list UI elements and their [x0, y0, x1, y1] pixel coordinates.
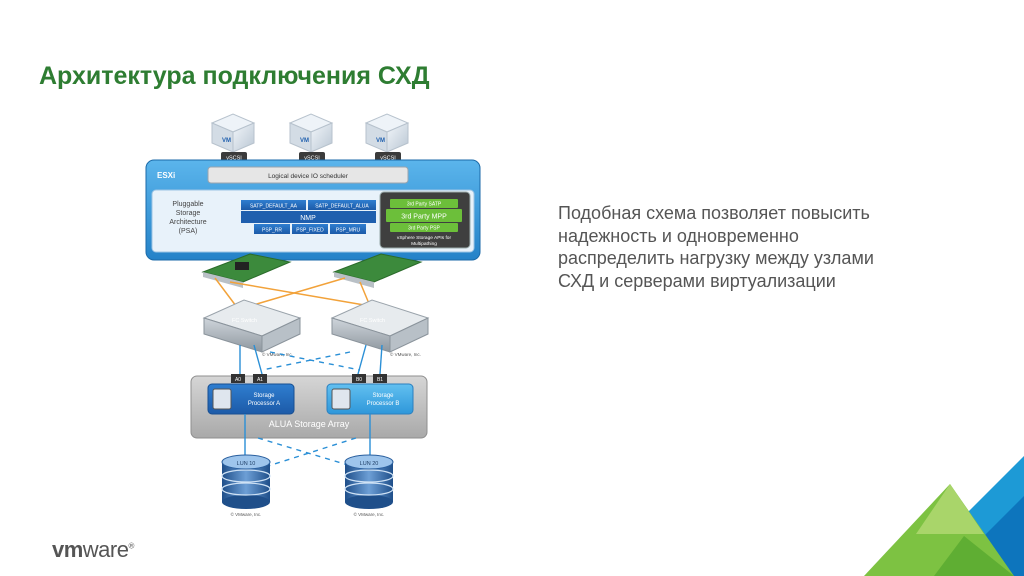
hba-card-2	[332, 253, 423, 288]
vm-2: VM	[288, 113, 334, 153]
vm-label: VM	[222, 138, 231, 144]
body-line: СХД и серверами виртуализации	[558, 270, 836, 291]
esxi-label: ESXi	[157, 171, 175, 180]
storage-apis-line: Multipathing	[411, 241, 437, 247]
third-party-satp-label: 3rd Party SATP	[407, 202, 442, 208]
lun-copyright: © VMware, Inc.	[231, 511, 262, 517]
corner-decoration	[864, 456, 1024, 576]
psa-line: Pluggable	[172, 201, 203, 208]
fc-switch-1: FC Switch © VMware, Inc.	[202, 299, 302, 357]
vm-label: VM	[300, 138, 309, 144]
port-label: A0	[235, 377, 241, 383]
slide-body-text: Подобная схема позволяет повысить надежн…	[558, 202, 978, 292]
slide-title: Архитектура подключения СХД	[39, 62, 430, 90]
sp-line: Processor A	[248, 401, 280, 407]
logo-ware: ware	[82, 537, 129, 562]
hba-card-1	[201, 253, 292, 288]
io-scheduler-label: Logical device IO scheduler	[268, 173, 349, 180]
satp-alua-label: SATP_DEFAULT_ALUA	[315, 204, 369, 210]
port-label: B0	[356, 377, 362, 383]
vm-label: VM	[376, 138, 385, 144]
body-line: Подобная схема позволяет повысить	[558, 203, 870, 223]
sp-line: Storage	[372, 393, 394, 399]
sp-line: Storage	[253, 393, 275, 399]
lun-label: LUN 20	[360, 461, 379, 467]
switch-copyright: © VMware, Inc.	[390, 351, 421, 357]
psa-line: Architecture	[169, 219, 206, 226]
lun-copyright: © VMware, Inc.	[354, 511, 385, 517]
lun-label: LUN 10	[237, 461, 256, 467]
body-line: надежность и одновременно	[558, 225, 799, 246]
psp-fixed-label: PSP_FIXED	[296, 228, 324, 234]
vscsi-label: vSCSI	[304, 156, 320, 162]
vm-3: VM	[364, 113, 410, 153]
lun-10: LUN 10 © VMware, Inc.	[221, 454, 271, 517]
array-label: ALUA Storage Array	[269, 419, 350, 429]
switch-label: FC Switch	[232, 318, 257, 324]
port-label: B1	[377, 377, 383, 383]
third-party-psp-label: 3rd Party PSP	[408, 226, 440, 232]
logo-registered-mark: ®	[128, 541, 134, 551]
nmp-label: NMP	[300, 215, 316, 222]
switch-copyright: © VMware, Inc.	[262, 351, 293, 357]
vm-1: VM	[210, 113, 256, 153]
satp-aa-label: SATP_DEFAULT_AA	[250, 204, 298, 210]
switch-label: FC Switch	[360, 318, 385, 324]
fc-switch-2: FC Switch © VMware, Inc.	[330, 299, 430, 357]
esxi-host: ESXi Logical device IO scheduler Pluggab…	[145, 159, 481, 261]
vscsi-label: vSCSI	[226, 156, 242, 162]
psp-rr-label: PSP_RR	[262, 228, 282, 234]
psa-line: (PSA)	[179, 228, 198, 235]
third-party-mpp-label: 3rd Party MPP	[401, 214, 447, 221]
alua-storage-array: A0 A1 B0 B1 Storage Processor A Storage …	[190, 374, 428, 439]
psa-line: Storage	[176, 210, 201, 217]
vscsi-label: vSCSI	[380, 156, 396, 162]
psp-mru-label: PSP_MRU	[336, 228, 361, 234]
storage-apis-line: vSphere Storage APIs for	[397, 235, 452, 241]
port-label: A1	[257, 377, 263, 383]
logo-vm: vm	[52, 537, 83, 562]
body-line: распределить нагрузку между узлами	[558, 248, 874, 268]
sp-line: Processor B	[367, 401, 400, 407]
lun-20: LUN 20 © VMware, Inc.	[344, 454, 394, 517]
vmware-logo: vmware®	[52, 537, 134, 563]
